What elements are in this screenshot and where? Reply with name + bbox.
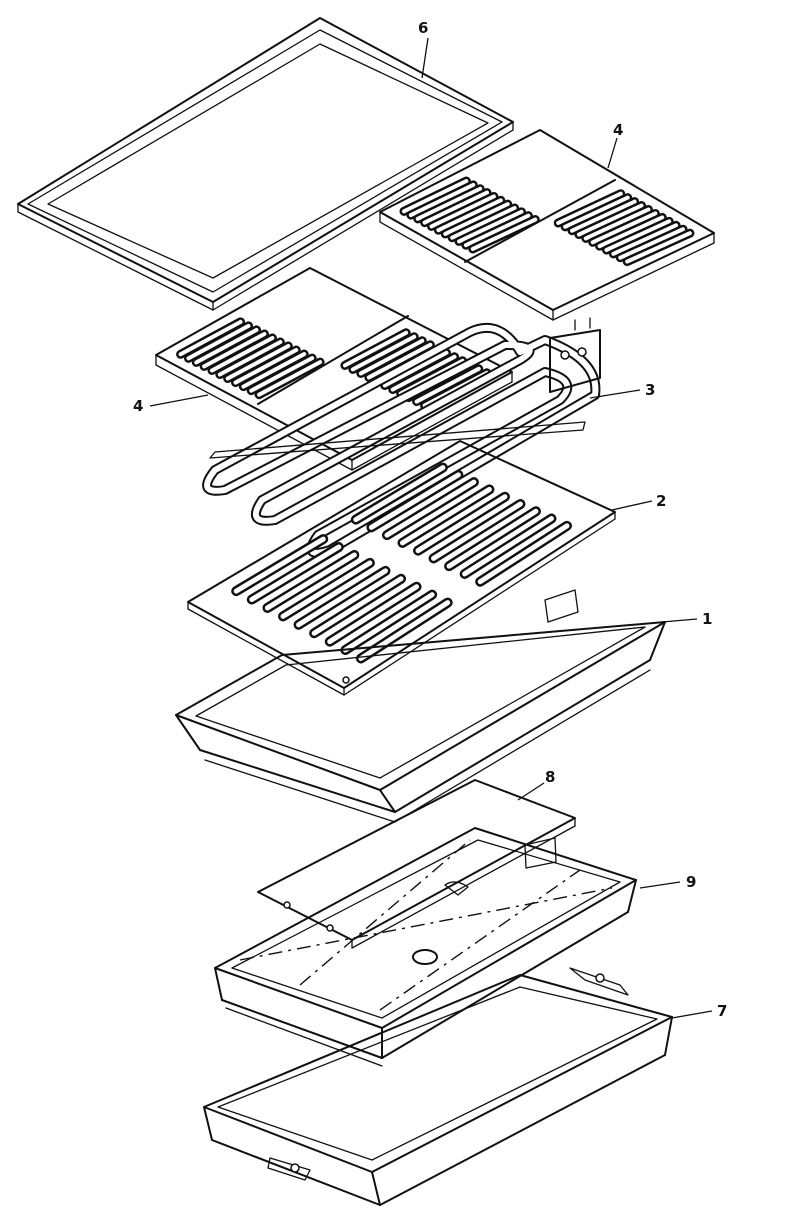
plate-slot-inner [342,592,435,653]
leader-4-left [149,394,209,407]
part-8-baffle-plate [257,779,576,949]
grate-bar-inner [625,231,692,264]
grate-bar-inner [429,194,496,229]
grate-bar-inner [382,350,449,388]
plate-slot-inner [368,472,461,530]
label-4-right: 4 [613,121,623,139]
grate-bar-inner [217,340,283,377]
grate-bar-inner [210,335,275,373]
plate-slot-inner [431,501,523,561]
plate-slot-inner [353,465,446,523]
plate-slot-inner [296,568,388,628]
label-6: 6 [418,19,428,37]
leader-4-right [607,137,618,169]
grate-bar-inner [366,342,433,380]
grate-bar-inner [450,206,517,240]
plate-slot-inner [280,560,373,619]
grate-bar-inner [194,327,259,365]
grate-bar-inner [186,323,251,361]
label-3: 3 [645,381,655,399]
plate-slot-inner [327,584,420,645]
label-9: 9 [686,873,696,891]
label-2: 2 [656,492,666,510]
part-6-cover-panel [17,17,514,311]
plate-slot-inner [249,544,342,603]
label-1: 1 [702,610,712,628]
grate-bar-inner [457,209,524,244]
grate-bar-inner [390,354,457,392]
plate-slot-inner [358,600,451,661]
grate-bar-inner [257,360,323,397]
grate-bar-inner [249,356,315,393]
plate-slot-inner [399,486,492,546]
grate-bar-inner [414,366,481,404]
leader-7 [671,1010,713,1019]
grate-bar-inner [597,215,665,249]
callout-labels: 6 4 4 3 2 1 8 9 7 [133,19,727,1020]
grate-bar-inner [178,319,243,357]
leader-9 [639,881,681,889]
grate-bar-inner [358,338,425,376]
grate-bar-inner [443,202,510,236]
plate-slot-inner [233,536,326,594]
grate-bar-inner [470,217,538,251]
leader-3 [589,389,641,399]
grate-bar-inner [583,207,651,241]
grate-bar-inner [576,203,644,237]
grate-bar-inner [563,195,630,229]
plate-slot-inner [264,552,357,611]
plate-slot-inner [446,508,539,569]
grate-bar-inner [408,182,476,218]
grate-bar-inner [233,348,299,385]
grate-bar-inner [604,219,672,252]
part-4-left-grill-grate [155,267,513,471]
grate-bar-inner [350,334,417,372]
grate-bar-inner [570,199,637,233]
leader-lines [149,37,713,1019]
part-3-heating-element [202,317,601,558]
grate-bar-inner [225,344,291,381]
plate-slot-inner [311,576,404,636]
leader-2 [611,500,653,511]
part-4-right-grill-grate [379,129,715,321]
plate-slot-inner [415,494,508,554]
grate-bar-inner [415,186,483,221]
plate-slot-inner [477,523,570,585]
grate-bar-inner [611,223,679,256]
leader-8 [517,782,545,801]
grate-bar-inner [463,213,531,248]
part-9-inner-pan [214,827,637,1067]
label-7: 7 [717,1002,727,1020]
grate-bar-inner [436,198,503,233]
label-8: 8 [545,768,555,786]
plate-slot-inner [462,516,554,577]
grate-bar-inner [556,191,623,225]
grate-bar-inner [202,331,267,369]
plate-slot-inner [384,479,477,538]
part-2-reflector-plate [187,440,616,696]
label-4-left: 4 [133,397,143,415]
grate-bar-inner [401,179,469,214]
grate-bar-inner [618,227,685,260]
leader-6 [421,37,429,79]
grate-bar-inner [422,190,490,225]
part-7-outer-tray [203,967,673,1206]
grate-bar-inner [342,330,409,368]
leader-1 [661,618,698,623]
grate-bar-inner [241,352,307,389]
grate-bar-inner [590,211,658,245]
